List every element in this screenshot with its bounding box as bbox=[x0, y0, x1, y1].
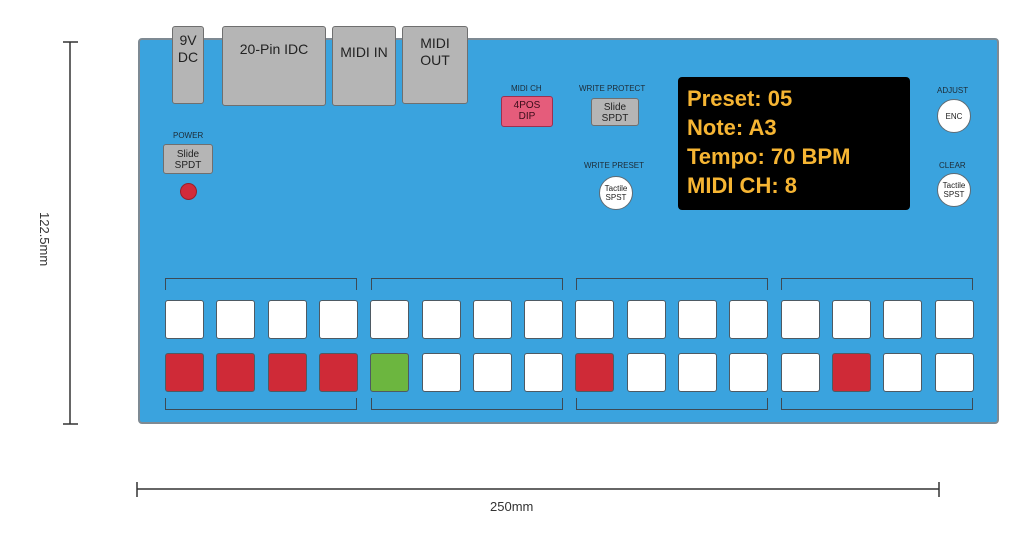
pad-group-2-bracket-bottom bbox=[371, 398, 563, 410]
height-dimension-label: 122.5mm bbox=[37, 212, 52, 267]
adjust-encoder[interactable]: ENC bbox=[937, 99, 971, 133]
power-led bbox=[180, 183, 197, 200]
pad-group-3-bracket-bottom bbox=[576, 398, 768, 410]
display-tempo-line: Tempo: 70 BPM bbox=[687, 144, 851, 169]
midi-in-label: MIDI IN bbox=[340, 44, 388, 60]
dip-label-2: DIP bbox=[518, 111, 536, 122]
clear-label: CLEAR bbox=[939, 161, 966, 170]
encoder-label: ENC bbox=[945, 111, 963, 121]
step-pad-top-8[interactable] bbox=[524, 300, 564, 339]
pad-group-4-bracket-top bbox=[781, 278, 973, 290]
step-pad-bottom-7[interactable] bbox=[472, 353, 512, 392]
step-pad-bottom-9[interactable] bbox=[575, 353, 615, 392]
dc-jack-label-1: 9V bbox=[179, 32, 197, 48]
idc-connector[interactable]: 20-Pin IDC bbox=[222, 26, 326, 106]
midi-ch-dip-switch[interactable]: 4POS DIP bbox=[501, 96, 553, 127]
pad-group-1-bracket-bottom bbox=[165, 398, 357, 410]
step-pad-top-15[interactable] bbox=[883, 300, 923, 339]
clear-button-label-2: SPST bbox=[943, 190, 965, 199]
step-pad-top-3[interactable] bbox=[267, 300, 307, 339]
idc-connector-label: 20-Pin IDC bbox=[239, 41, 309, 57]
step-pad-top-12[interactable] bbox=[729, 300, 769, 339]
device-panel: 9V DC 20-Pin IDC MIDI IN MIDI OUT POWER … bbox=[138, 26, 999, 424]
write-protect-switch-label-2: SPDT bbox=[601, 113, 629, 124]
write-preset-button-label-1: Tactile bbox=[604, 184, 628, 193]
step-pad-bottom-5[interactable] bbox=[370, 353, 410, 392]
step-pad-top-6[interactable] bbox=[421, 300, 461, 339]
step-pad-bottom-10[interactable] bbox=[626, 353, 666, 392]
midi-out-jack[interactable]: MIDI OUT bbox=[402, 26, 468, 104]
midi-ch-label: MIDI CH bbox=[511, 84, 542, 93]
write-protect-switch[interactable]: Slide SPDT bbox=[591, 98, 639, 126]
step-pad-bottom-15[interactable] bbox=[883, 353, 923, 392]
step-pad-bottom-1[interactable] bbox=[165, 353, 204, 392]
midi-in-jack[interactable]: MIDI IN bbox=[332, 26, 396, 106]
clear-button[interactable]: Tactile SPST bbox=[937, 173, 971, 207]
step-pad-top-11[interactable] bbox=[678, 300, 717, 339]
clear-button-label-1: Tactile bbox=[942, 181, 966, 190]
step-pad-top-7[interactable] bbox=[472, 300, 512, 339]
step-pad-bottom-3[interactable] bbox=[267, 353, 307, 392]
adjust-label: ADJUST bbox=[937, 86, 969, 95]
step-pad-top-4[interactable] bbox=[318, 300, 358, 339]
step-pad-top-1[interactable] bbox=[165, 300, 204, 339]
step-pad-bottom-13[interactable] bbox=[780, 353, 820, 392]
write-protect-switch-label-1: Slide bbox=[603, 102, 627, 113]
step-pad-bottom-12[interactable] bbox=[729, 353, 769, 392]
pad-group-2-bracket-top bbox=[371, 278, 563, 290]
step-pad-bottom-8[interactable] bbox=[524, 353, 564, 392]
power-switch[interactable]: Slide SPDT bbox=[163, 144, 213, 174]
pad-group-4-bracket-bottom bbox=[781, 398, 973, 410]
step-pad-top-13[interactable] bbox=[780, 300, 820, 339]
display-midi-ch-line: MIDI CH: 8 bbox=[687, 173, 797, 198]
display-preset-line: Preset: 05 bbox=[687, 86, 793, 111]
midi-out-label-2: OUT bbox=[420, 52, 450, 68]
power-label: POWER bbox=[173, 131, 204, 140]
step-pad-bottom-16[interactable] bbox=[934, 353, 974, 392]
width-dimension-label: 250mm bbox=[490, 499, 534, 514]
pad-group-3-bracket-top bbox=[576, 278, 768, 290]
dc-jack[interactable]: 9V DC bbox=[172, 26, 204, 104]
step-pad-top-5[interactable] bbox=[370, 300, 410, 339]
step-pad-bottom-6[interactable] bbox=[421, 353, 461, 392]
midi-out-label-1: MIDI bbox=[420, 35, 450, 51]
oled-display: Preset: 05 Note: A3 Tempo: 70 BPM MIDI C… bbox=[678, 77, 910, 210]
power-switch-label-2: SPDT bbox=[174, 160, 202, 171]
write-preset-button-label-2: SPST bbox=[605, 193, 627, 202]
power-switch-label-1: Slide bbox=[176, 149, 200, 160]
step-pad-top-16[interactable] bbox=[934, 300, 974, 339]
step-pad-bottom-4[interactable] bbox=[318, 353, 358, 392]
step-pad-bottom-14[interactable] bbox=[831, 353, 871, 392]
write-preset-button[interactable]: Tactile SPST bbox=[599, 176, 633, 210]
step-pad-bottom-11[interactable] bbox=[678, 353, 717, 392]
step-pad-bottom-2[interactable] bbox=[216, 353, 256, 392]
pad-group-1-bracket-top bbox=[165, 278, 357, 290]
write-protect-label: WRITE PROTECT bbox=[579, 84, 646, 93]
dip-label-1: 4POS bbox=[513, 100, 541, 111]
step-pad-top-10[interactable] bbox=[626, 300, 666, 339]
write-preset-label: WRITE PRESET bbox=[584, 161, 645, 170]
step-pad-top-2[interactable] bbox=[216, 300, 256, 339]
step-pad-top-9[interactable] bbox=[575, 300, 615, 339]
step-pad-top-14[interactable] bbox=[831, 300, 871, 339]
dc-jack-label-2: DC bbox=[177, 49, 199, 65]
display-note-line: Note: A3 bbox=[687, 115, 777, 140]
